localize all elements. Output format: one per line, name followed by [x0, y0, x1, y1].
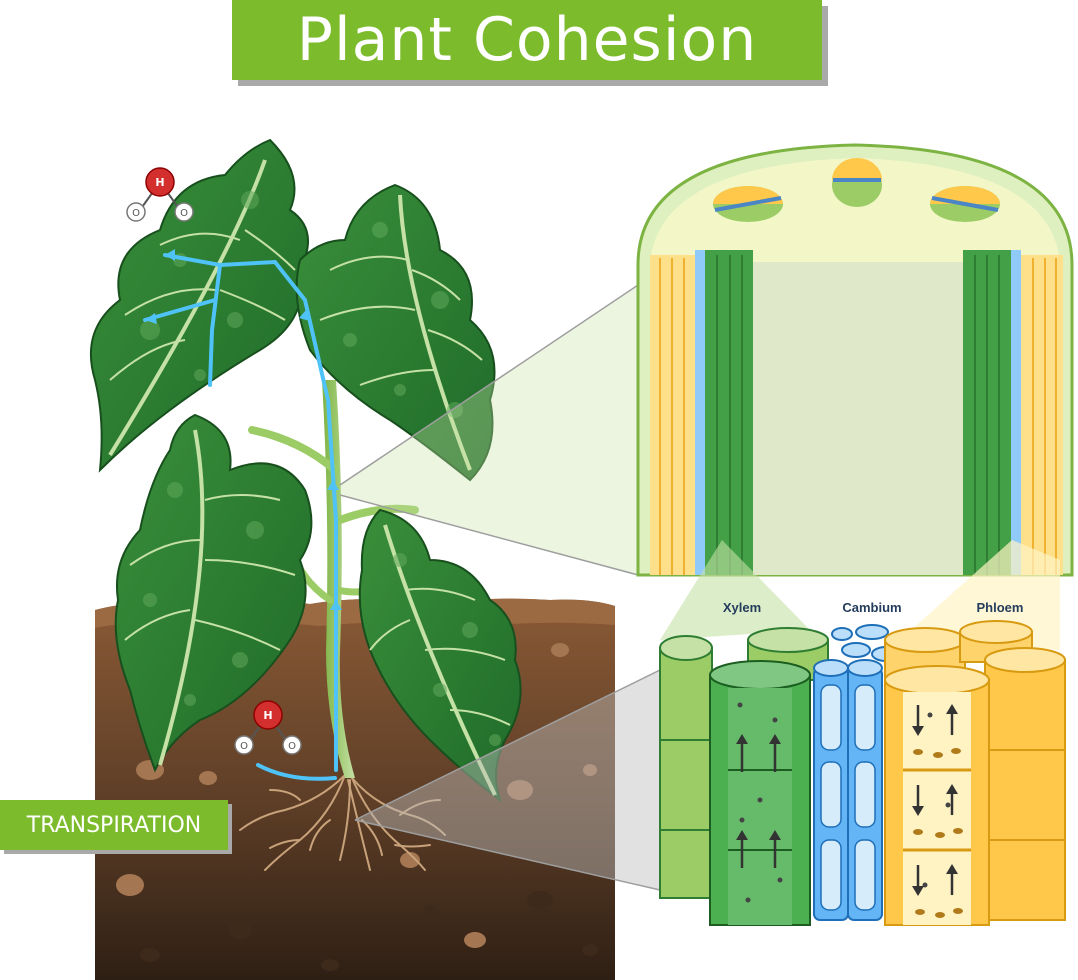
xylem-label: Xylem — [723, 600, 761, 615]
cambium-cells — [813, 624, 901, 921]
transpiration-label: TRANSPIRATION — [26, 812, 202, 838]
molecule-o-letter: O — [132, 208, 140, 219]
water-flow-path — [143, 253, 338, 781]
arrow-down-icon — [912, 705, 924, 896]
zoom-connector-stem — [339, 284, 639, 576]
xylem-vessels — [659, 627, 829, 926]
stem-cross-section — [636, 143, 1074, 577]
phloem-tubes — [884, 620, 1066, 926]
water-molecule-icon: H O O — [234, 700, 302, 755]
page-title: Plant Cohesion — [296, 5, 758, 75]
zoom-connector-root — [354, 669, 661, 891]
title-banner: Plant Cohesion — [232, 0, 822, 80]
molecule-h-letter: H — [263, 709, 272, 722]
vascular-tissue-detail: Xylem Cambium Phloem — [659, 600, 1066, 926]
phloem-label: Phloem — [977, 600, 1024, 615]
tissue-zoom-connectors — [660, 540, 1060, 650]
water-molecule-icon: H O O — [126, 167, 194, 222]
leaves — [89, 138, 522, 803]
cambium-label: Cambium — [842, 600, 901, 615]
water-flow-arrowheads — [145, 249, 342, 610]
transpiration-banner: TRANSPIRATION — [0, 800, 228, 850]
leaf-middle-left — [114, 413, 313, 773]
leaf-upper-right — [295, 183, 496, 482]
molecule-o-letter: O — [180, 208, 188, 219]
arrow-up-icon — [946, 704, 958, 895]
molecule-h-letter: H — [155, 176, 164, 189]
molecule-o-letter: O — [288, 741, 296, 752]
arrow-up-icon — [736, 734, 781, 868]
molecule-o-letter: O — [240, 741, 248, 752]
